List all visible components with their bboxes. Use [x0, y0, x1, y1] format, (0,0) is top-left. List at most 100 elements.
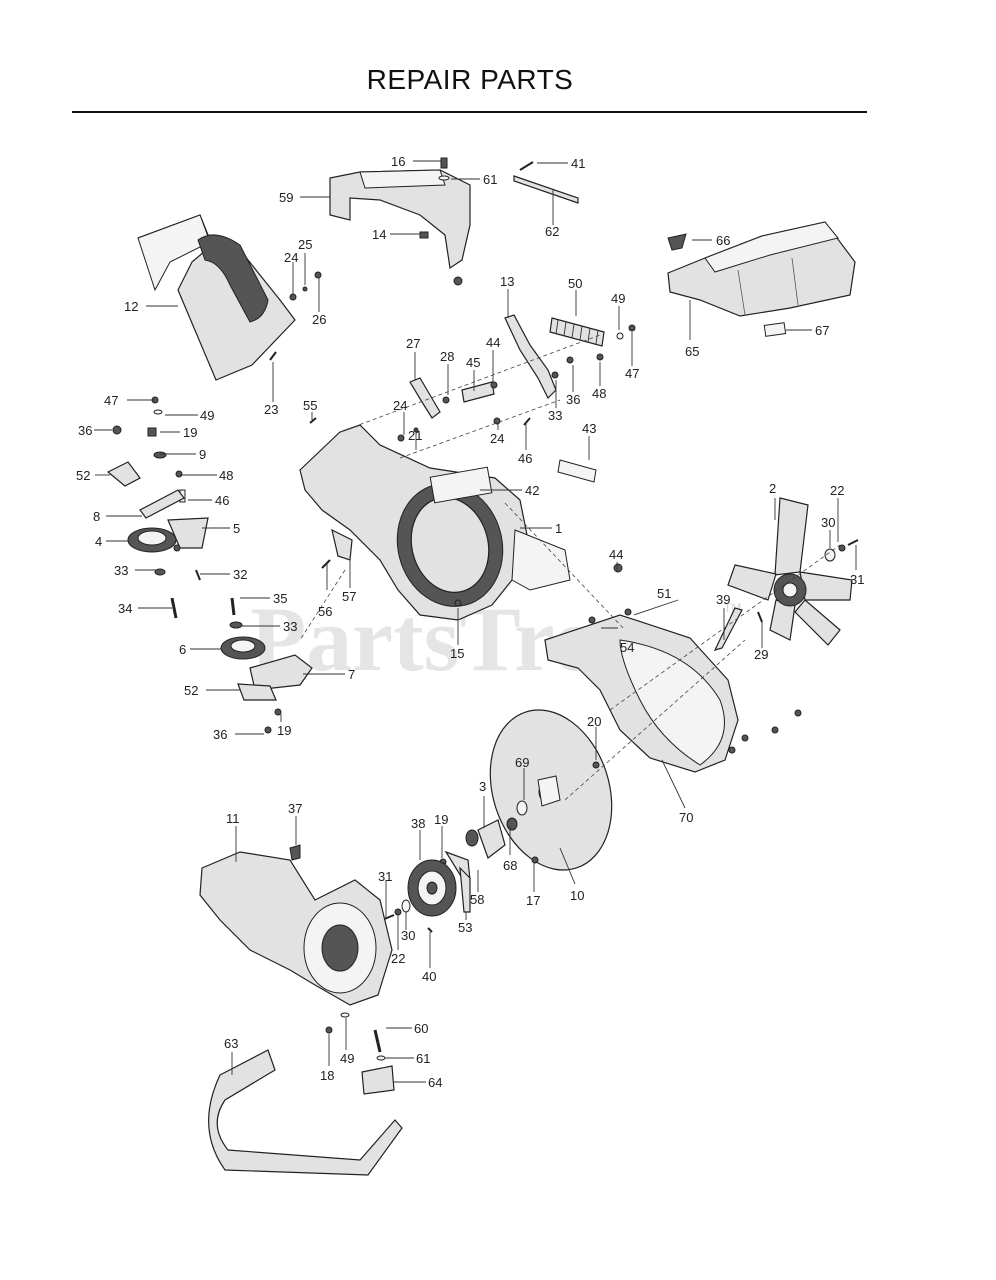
part-bearing-stack	[465, 761, 600, 864]
part-shaft	[713, 607, 763, 651]
callout-43: 43	[582, 421, 596, 436]
leader-lines	[94, 160, 857, 1083]
callout-52a: 52	[76, 468, 90, 483]
callout-34: 34	[118, 601, 132, 616]
part-idler-assembly-lower	[220, 597, 313, 734]
callout-39: 39	[716, 592, 730, 607]
callout-62: 62	[545, 224, 559, 239]
part-top-bracket	[329, 169, 471, 270]
callout-19b: 19	[277, 723, 291, 738]
callout-59: 59	[279, 190, 293, 205]
callout-26: 26	[312, 312, 326, 327]
callout-15: 15	[450, 646, 464, 661]
callout-33a: 33	[548, 408, 562, 423]
callout-29: 29	[754, 647, 768, 662]
part-knob-decal	[667, 233, 787, 337]
callout-36c: 36	[213, 727, 227, 742]
callout-9: 9	[199, 447, 206, 462]
part-handle-hardware	[325, 1012, 395, 1095]
callout-37: 37	[288, 801, 302, 816]
callout-64: 64	[428, 1075, 442, 1090]
callout-70: 70	[679, 810, 693, 825]
callout-48a: 48	[592, 386, 606, 401]
callout-31a: 31	[850, 572, 864, 587]
callout-33b: 33	[114, 563, 128, 578]
callout-41: 41	[571, 156, 585, 171]
callout-6: 6	[179, 642, 186, 657]
part-pulley-bracket	[439, 850, 471, 913]
callout-46a: 46	[518, 451, 532, 466]
callouts: 16 61 59 14 41 62 66 12 24 25 26 23 13 5…	[76, 154, 864, 1090]
callout-10: 10	[570, 888, 584, 903]
part-rod	[513, 161, 579, 204]
callout-56: 56	[318, 604, 332, 619]
part-clip	[289, 844, 301, 861]
callout-13: 13	[500, 274, 514, 289]
part-housing-band	[544, 614, 739, 773]
callout-35: 35	[273, 591, 287, 606]
callout-58: 58	[470, 892, 484, 907]
part-handle	[208, 1049, 403, 1176]
part-band-hardware	[588, 563, 802, 754]
callout-36a: 36	[566, 392, 580, 407]
callout-65: 65	[685, 344, 699, 359]
callout-11: 11	[226, 811, 240, 826]
callout-18: 18	[320, 1068, 334, 1083]
callout-32: 32	[233, 567, 247, 582]
part-chute	[137, 214, 296, 381]
callout-30b: 30	[401, 928, 415, 943]
callout-20: 20	[587, 714, 601, 729]
callout-24b: 24	[393, 398, 407, 413]
callout-19a: 19	[183, 425, 197, 440]
callout-22a: 22	[830, 483, 844, 498]
callout-14: 14	[372, 227, 386, 242]
part-spring	[549, 317, 605, 347]
callout-67: 67	[815, 323, 829, 338]
callout-21: 21	[408, 428, 422, 443]
part-blower-housing	[299, 424, 571, 621]
part-hardware-top	[419, 157, 463, 286]
callout-28: 28	[440, 349, 454, 364]
callout-1: 1	[555, 521, 562, 536]
assembly-lines	[299, 334, 841, 801]
callout-49b: 49	[200, 408, 214, 423]
callout-17: 17	[526, 893, 540, 908]
callout-52b: 52	[184, 683, 198, 698]
callout-45: 45	[466, 355, 480, 370]
callout-27: 27	[406, 336, 420, 351]
callout-22b: 22	[391, 951, 405, 966]
callout-12: 12	[124, 299, 138, 314]
part-belt-cover	[199, 851, 393, 1006]
callout-23: 23	[264, 402, 278, 417]
part-chute-hardware	[269, 271, 322, 361]
callout-55: 55	[303, 398, 317, 413]
part-top-cover	[667, 221, 856, 317]
page-title: REPAIR PARTS	[366, 64, 574, 95]
part-idler-assembly-upper	[106, 396, 209, 619]
callout-44b: 44	[609, 547, 623, 562]
part-back-plate	[489, 709, 613, 871]
callout-61b: 61	[416, 1051, 430, 1066]
callout-61a: 61	[483, 172, 497, 187]
callout-47a: 47	[625, 366, 639, 381]
callout-63: 63	[224, 1036, 238, 1051]
callout-24a: 24	[284, 250, 298, 265]
callout-36b: 36	[78, 423, 92, 438]
part-housing-hardware	[493, 417, 597, 483]
callout-44a: 44	[486, 335, 500, 350]
callout-5: 5	[233, 521, 240, 536]
title-rule	[72, 111, 867, 113]
part-lever-hardware	[551, 324, 636, 379]
callout-38: 38	[411, 816, 425, 831]
part-bolt-55	[309, 417, 317, 424]
callout-49c: 49	[340, 1051, 354, 1066]
callout-69: 69	[515, 755, 529, 770]
callout-33c: 33	[283, 619, 297, 634]
callout-3: 3	[479, 779, 486, 794]
callout-60: 60	[414, 1021, 428, 1036]
callout-40: 40	[422, 969, 436, 984]
part-arm-assembly	[397, 377, 498, 442]
callout-68: 68	[503, 858, 517, 873]
callout-4: 4	[95, 534, 102, 549]
